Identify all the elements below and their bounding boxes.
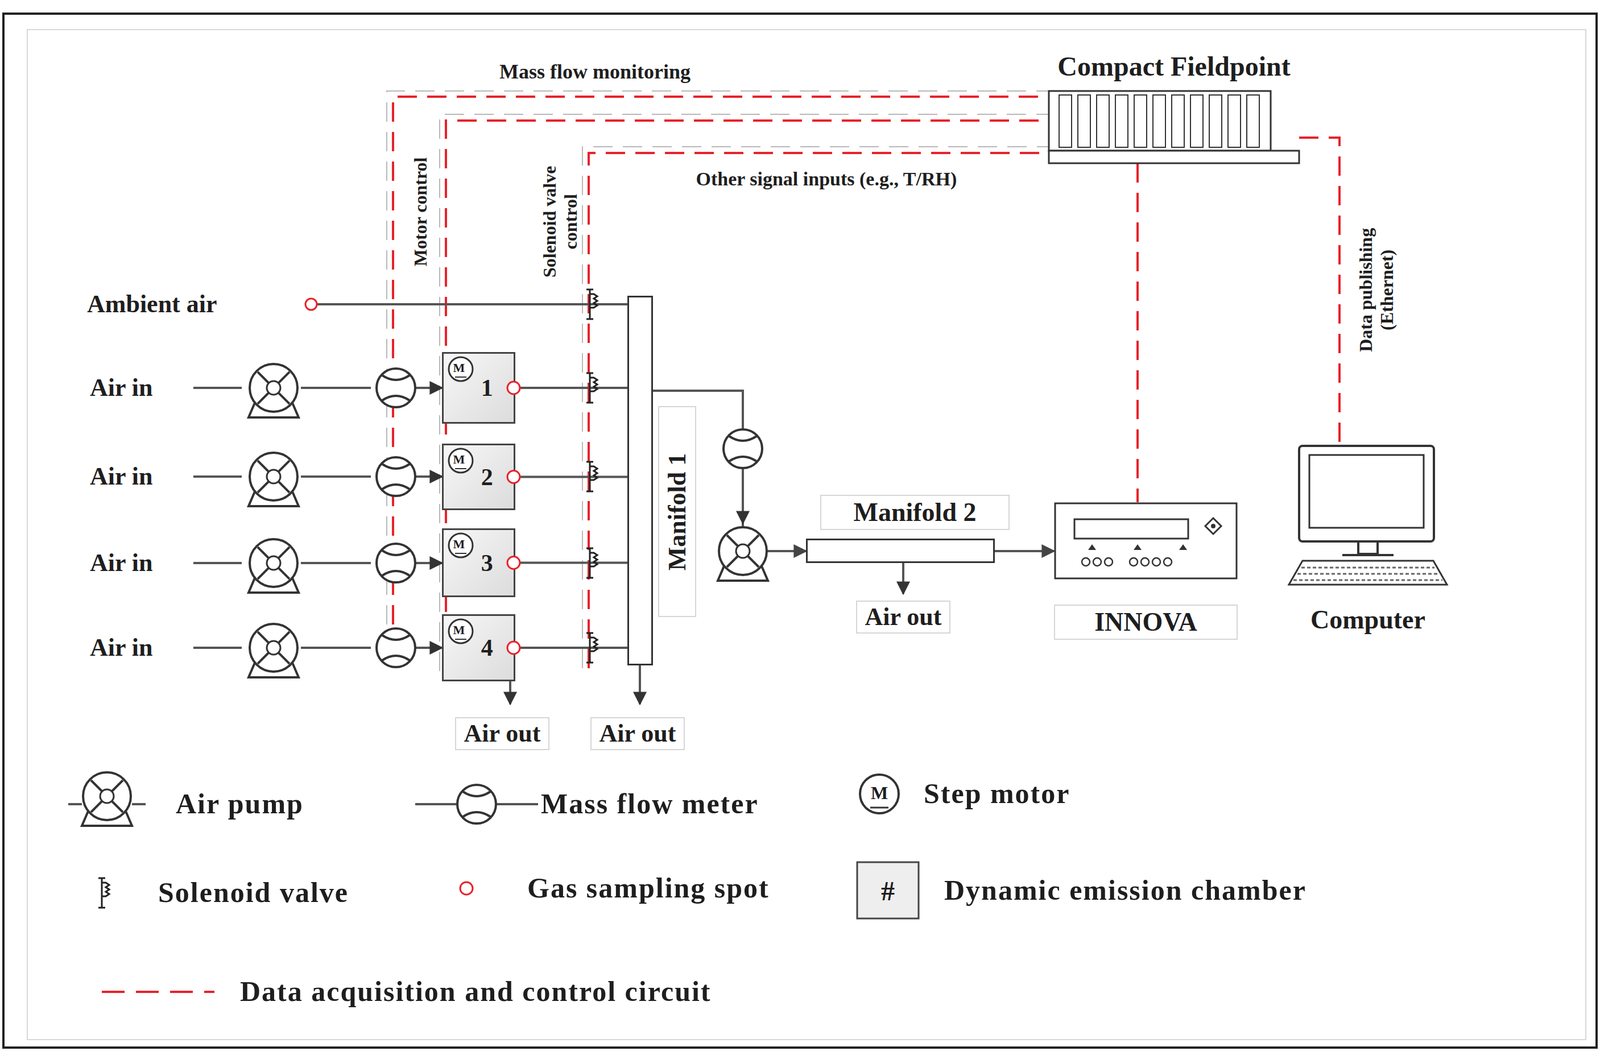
emission-chamber: 2: [441, 443, 516, 511]
chamber-number: 2: [481, 462, 494, 491]
outlet-label: Air out: [590, 717, 686, 751]
flow-line: [515, 561, 628, 565]
manifold-pipe: [805, 538, 995, 564]
flow-line: [1010, 550, 1054, 553]
manifold-pipe: [627, 295, 653, 666]
gas-analyzer: INNOVA: [1053, 502, 1238, 640]
signal-label: Mass flow monitoring: [499, 60, 691, 84]
manifold-label: Manifold 2: [853, 497, 977, 528]
outlet-label: Air out: [455, 717, 551, 751]
emission-chamber: 4: [441, 614, 516, 682]
flow-line: [515, 386, 628, 390]
inlet-label: Ambient air: [87, 290, 218, 320]
motor-mark: M: [453, 536, 466, 552]
module-title: Compact Fieldpoint: [1057, 50, 1291, 82]
motor-mark: M: [453, 622, 466, 638]
motor-mark: M: [870, 782, 888, 804]
legend-text: Solenoid valve: [158, 876, 349, 910]
signal-label: Other signal inputs (e.g., T/RH): [696, 167, 958, 190]
inlet-label: Air in: [89, 633, 153, 663]
legend-text: Step motor: [923, 777, 1070, 811]
computer-icon: Computer: [1285, 443, 1451, 638]
manifold-bar: Manifold 2: [805, 494, 1011, 564]
chamber-mark: #: [881, 875, 895, 907]
node-figure: [1053, 502, 1238, 580]
emission-chamber: 3: [441, 528, 516, 598]
manifold-bar: Manifold 1: [627, 295, 697, 666]
label-box: INNOVA: [1053, 604, 1238, 640]
io-module: Compact Fieldpoint: [1048, 54, 1300, 164]
signal-label: Motor control: [410, 156, 432, 267]
label-box: Manifold 2: [820, 494, 1010, 531]
flow-line: [696, 390, 806, 552]
legend-text: Data acquisition and control circuit: [240, 975, 712, 1009]
manifold-label: Manifold 1: [662, 452, 692, 571]
label-box: Manifold 1: [658, 406, 697, 618]
signal-label: Solenoid valve control: [539, 150, 582, 293]
chamber-number: 4: [481, 634, 494, 662]
inlet-label: Air in: [89, 373, 153, 403]
signal-line: [1299, 137, 1340, 444]
computer-label: Computer: [1310, 605, 1426, 636]
outlet-label: Air out: [856, 600, 952, 635]
flow-line: [515, 646, 628, 649]
inlet-label: Air in: [89, 462, 153, 492]
legend-text: Dynamic emission chamber: [944, 874, 1307, 908]
motor-mark: M: [453, 360, 466, 375]
chamber-number: 1: [481, 374, 494, 402]
flow-line: [515, 476, 628, 479]
inlet-label: Air in: [89, 548, 153, 578]
analyzer-label: INNOVA: [1094, 607, 1198, 638]
legend-text: Gas sampling spot: [527, 871, 770, 905]
legend-text: Air pump: [175, 787, 304, 821]
chamber-number: 3: [481, 548, 494, 577]
node-figure: [1285, 443, 1451, 586]
signal-line: [1136, 163, 1139, 503]
signal-label: Data publishing (Ethernet): [1355, 196, 1398, 384]
emission-chamber: 1: [441, 352, 516, 424]
motor-mark: M: [453, 452, 466, 467]
legend-text: Mass flow meter: [540, 787, 759, 821]
